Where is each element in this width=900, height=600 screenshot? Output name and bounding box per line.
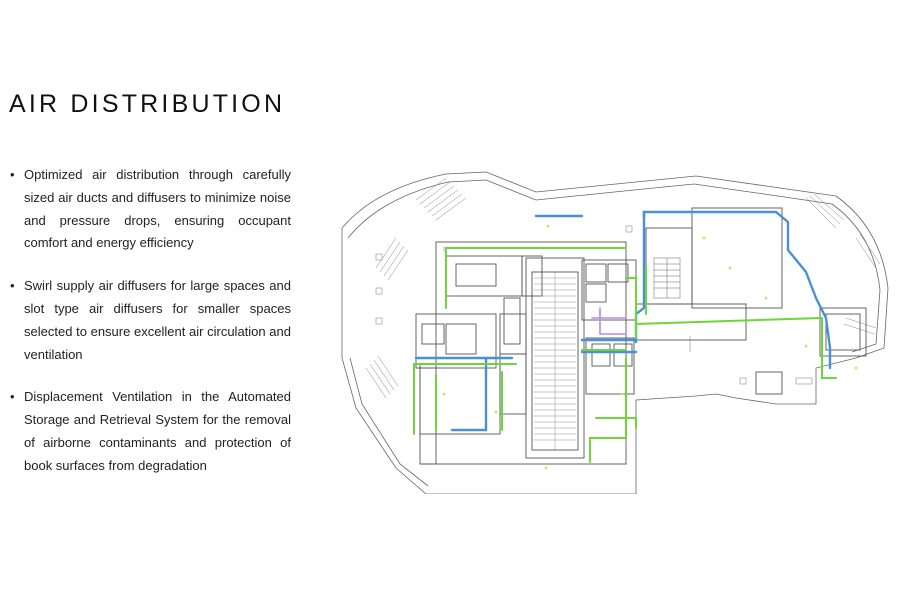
bullet-item: • Displacement Ventilation in the Automa… (10, 386, 291, 477)
page-title: AIR DISTRIBUTION (9, 90, 286, 118)
grid-markers (375, 225, 813, 385)
exhaust-ducts (591, 307, 627, 335)
bullet-text: Swirl supply air diffusers for large spa… (24, 278, 291, 362)
bullet-item: • Optimized air distribution through car… (10, 164, 291, 255)
bullet-list: • Optimized air distribution through car… (10, 164, 291, 498)
floor-plan-drawing (341, 171, 889, 494)
storage-racks (534, 272, 576, 450)
bullet-dot-icon: • (10, 389, 15, 405)
bullet-dot-icon: • (10, 278, 15, 294)
bullet-item: • Swirl supply air diffusers for large s… (10, 275, 291, 366)
bullet-dot-icon: • (10, 167, 15, 182)
bullet-text: Optimized air distribution through caref… (24, 167, 291, 251)
staircase (653, 257, 681, 299)
hatch-regions (365, 177, 881, 399)
diffusers (442, 224, 858, 470)
return-ducts (414, 210, 832, 432)
building-outline (341, 171, 889, 494)
interior-walls (415, 207, 867, 465)
supply-ducts (413, 247, 837, 463)
bullet-text: Displacement Ventilation in the Automate… (24, 389, 291, 473)
